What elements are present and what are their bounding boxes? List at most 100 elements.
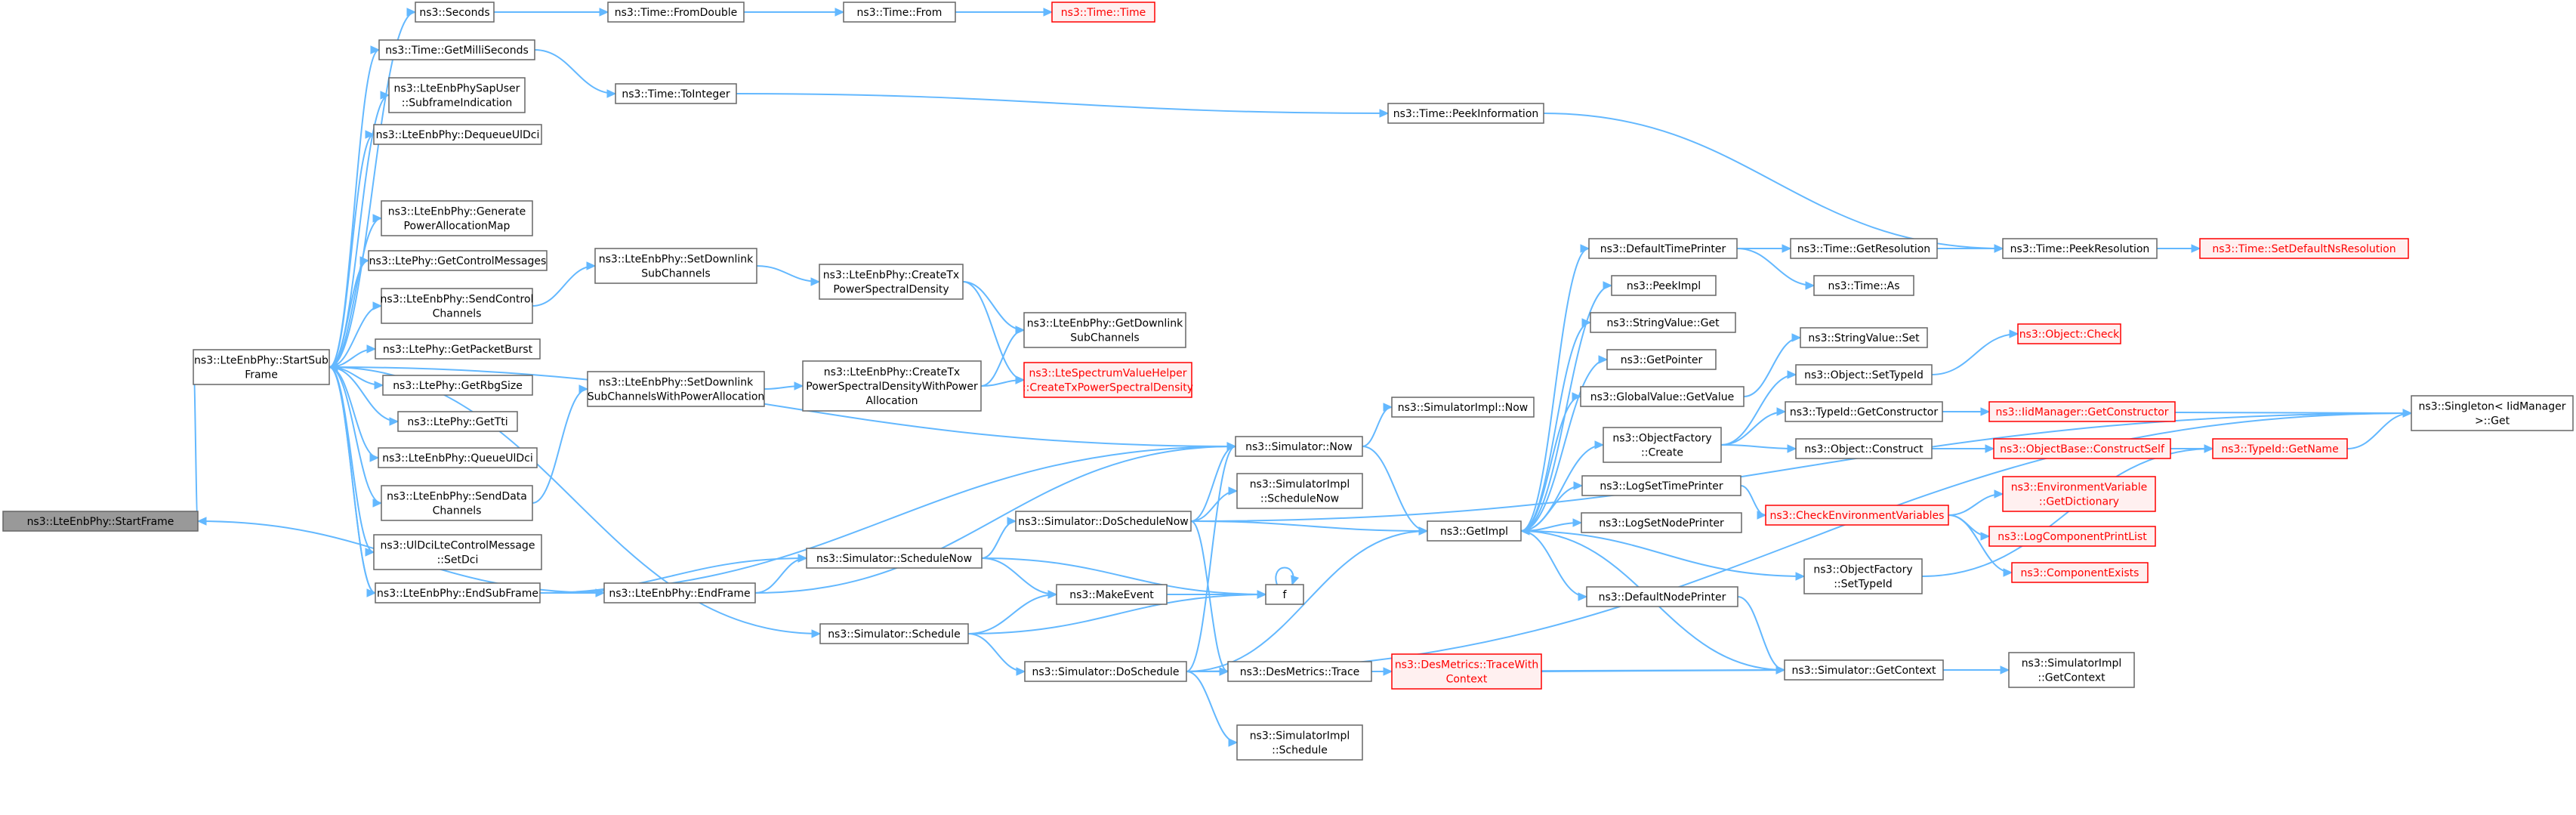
node-tointeger[interactable]: ns3::Time::ToInteger bbox=[615, 83, 737, 104]
edge-getimpl-to-defaultnode bbox=[1520, 530, 1588, 601]
node-peekres[interactable]: ns3::Time::PeekResolution bbox=[2002, 238, 2158, 259]
node-box bbox=[381, 485, 533, 521]
edge-arrowhead bbox=[1226, 442, 1237, 451]
node-endsub[interactable]: ns3::LteEnbPhy::EndSubFrame bbox=[375, 582, 541, 604]
node-typeidctor[interactable]: ns3::TypeId::GetConstructor bbox=[1785, 401, 1943, 422]
edge-checkenv-to-envdict bbox=[1948, 489, 2004, 516]
node-dequeue[interactable]: ns3::LteEnbPhy::DequeueUlDci bbox=[373, 124, 542, 145]
node-stringset[interactable]: ns3::StringValue::Set bbox=[1800, 327, 1928, 348]
node-label-line: ns3::LteEnbPhy::DequeueUlDci bbox=[376, 129, 540, 141]
node-getpointer[interactable]: ns3::GetPointer bbox=[1606, 349, 1717, 370]
node-box bbox=[1790, 238, 1938, 259]
node-implgetcontext[interactable]: ns3::SimulatorImpl::GetContext bbox=[2008, 652, 2135, 688]
node-f[interactable]: f bbox=[1265, 584, 1304, 605]
edge-endframe-to-schedulenow bbox=[754, 554, 808, 594]
node-queue[interactable]: ns3::LteEnbPhy::QueueUlDci bbox=[378, 447, 538, 468]
node-defaultnode[interactable]: ns3::DefaultNodePrinter bbox=[1586, 586, 1738, 607]
node-startframe[interactable]: ns3::LteEnbPhy::StartFrame bbox=[2, 511, 199, 532]
node-peekimpl[interactable]: ns3::PeekImpl bbox=[1611, 275, 1717, 296]
node-timeas[interactable]: ns3::Time::As bbox=[1813, 275, 1914, 296]
node-setdlpower[interactable]: ns3::LteEnbPhy::SetDownlinkSubChannelsWi… bbox=[587, 371, 765, 407]
edge-globalget-to-stringset bbox=[1743, 333, 1802, 397]
edge-line bbox=[736, 93, 1389, 114]
node-setdefaultns[interactable]: ns3::Time::SetDefaultNsResolution bbox=[2199, 238, 2409, 259]
node-createtxpower[interactable]: ns3::LteEnbPhy::CreateTxPowerSpectralDen… bbox=[802, 360, 982, 412]
node-getpacket[interactable]: ns3::LtePhy::GetPacketBurst bbox=[375, 338, 541, 360]
node-doschedule[interactable]: ns3::Simulator::DoSchedule bbox=[1024, 661, 1187, 682]
node-objconstruct[interactable]: ns3::Object::Construct bbox=[1795, 438, 1933, 459]
node-objsettype[interactable]: ns3::Object::SetTypeId bbox=[1795, 364, 1933, 385]
node-singleton[interactable]: ns3::Singleton< IidManager >::Get bbox=[2411, 395, 2574, 431]
node-makeevent[interactable]: ns3::MakeEvent bbox=[1056, 584, 1168, 605]
node-doschedulenow[interactable]: ns3::Simulator::DoScheduleNow bbox=[1015, 511, 1192, 532]
node-time[interactable]: ns3::Time::Time bbox=[1051, 2, 1155, 23]
edge-line bbox=[329, 366, 376, 594]
node-logprint[interactable]: ns3::LogComponentPrintList bbox=[1988, 526, 2156, 547]
node-getctrl[interactable]: ns3::LtePhy::GetControlMessages bbox=[368, 250, 548, 271]
node-gettti[interactable]: ns3::LtePhy::GetTti bbox=[397, 411, 518, 432]
node-desmetrics[interactable]: ns3::DesMetrics::Trace bbox=[1227, 661, 1372, 682]
node-label-line: PowerSpectralDensityWithPower bbox=[806, 381, 978, 393]
node-getresolution[interactable]: ns3::Time::GetResolution bbox=[1790, 238, 1938, 259]
node-stringget[interactable]: ns3::StringValue::Get bbox=[1590, 312, 1736, 333]
node-getrbg[interactable]: ns3::LtePhy::GetRbgSize bbox=[382, 375, 533, 396]
node-schedulenow[interactable]: ns3::Simulator::ScheduleNow bbox=[806, 548, 983, 569]
edge-getimpl-to-peekimpl bbox=[1520, 281, 1613, 532]
node-spectrum[interactable]: ns3::LteSpectrumValueHelper::CreateTxPow… bbox=[1023, 362, 1193, 398]
edge-line bbox=[967, 594, 1057, 634]
node-seconds[interactable]: ns3::Seconds bbox=[415, 2, 495, 23]
node-envdict[interactable]: ns3::EnvironmentVariable::GetDictionary bbox=[2002, 476, 2156, 512]
node-checkenv[interactable]: ns3::CheckEnvironmentVariables bbox=[1765, 505, 1949, 526]
edge-schedule-to-doschedule bbox=[967, 633, 1026, 676]
node-iidctor[interactable]: ns3::IidManager::GetConstructor bbox=[1988, 401, 2176, 422]
node-implschedulenow[interactable]: ns3::SimulatorImpl::ScheduleNow bbox=[1236, 473, 1363, 509]
node-constructself[interactable]: ns3::ObjectBase::ConstructSelf bbox=[1993, 438, 2171, 459]
node-typeidname[interactable]: ns3::TypeId::GetName bbox=[2212, 438, 2348, 459]
node-objcheck[interactable]: ns3::Object::Check bbox=[2017, 323, 2121, 344]
node-getcontext[interactable]: ns3::Simulator::GetContext bbox=[1784, 659, 1944, 681]
edge-simnow-to-getimpl bbox=[1362, 446, 1429, 536]
node-implschedule[interactable]: ns3::SimulatorImpl::Schedule bbox=[1236, 724, 1363, 761]
node-defaulttime[interactable]: ns3::DefaultTimePrinter bbox=[1588, 238, 1738, 259]
edge-arrowhead bbox=[1805, 281, 1816, 290]
edge-arrowhead bbox=[1775, 665, 1786, 675]
node-compexists[interactable]: ns3::ComponentExists bbox=[2011, 562, 2149, 583]
node-label-line: ns3::MakeEvent bbox=[1069, 589, 1154, 601]
node-label-line: ns3::TypeId::GetName bbox=[2221, 443, 2338, 455]
node-label-line: ns3::GetPointer bbox=[1621, 354, 1703, 366]
node-simnow[interactable]: ns3::Simulator::Now bbox=[1235, 436, 1363, 457]
node-box bbox=[415, 2, 495, 23]
node-implnow[interactable]: ns3::SimulatorImpl::Now bbox=[1391, 397, 1535, 418]
node-schedule[interactable]: ns3::Simulator::Schedule bbox=[819, 623, 969, 644]
edge-line bbox=[1736, 248, 1815, 286]
edge-doschedulenow-to-implschedulenow bbox=[1190, 486, 1239, 522]
node-physap[interactable]: ns3::LteEnbPhySapUser::SubframeIndicatio… bbox=[388, 77, 526, 113]
node-globalget[interactable]: ns3::GlobalValue::GetValue bbox=[1580, 386, 1745, 407]
node-from[interactable]: ns3::Time::From bbox=[843, 2, 956, 23]
edge-line bbox=[981, 557, 1057, 595]
node-endframe[interactable]: ns3::LteEnbPhy::EndFrame bbox=[603, 582, 756, 604]
node-logsettime[interactable]: ns3::LogSetTimePrinter bbox=[1581, 475, 1741, 496]
node-factorysettype[interactable]: ns3::ObjectFactory::SetTypeId bbox=[1803, 558, 1923, 594]
edge-arrowhead bbox=[1007, 517, 1017, 526]
node-box bbox=[587, 371, 765, 407]
node-label-line: ns3::IidManager::GetConstructor bbox=[1995, 406, 2168, 418]
edge-arrowhead bbox=[365, 130, 375, 139]
node-createtx[interactable]: ns3::LteEnbPhy::CreateTxPowerSpectralDen… bbox=[819, 264, 964, 300]
node-getmillis[interactable]: ns3::Time::GetMilliSeconds bbox=[378, 39, 535, 60]
node-box bbox=[1236, 724, 1363, 761]
node-uldci[interactable]: ns3::UlDciLteControlMessage::SetDci bbox=[373, 534, 542, 570]
node-fromdouble[interactable]: ns3::Time::FromDouble bbox=[607, 2, 745, 23]
node-getimpl[interactable]: ns3::GetImpl bbox=[1427, 520, 1522, 542]
node-genpower[interactable]: ns3::LteEnbPhy::GeneratePowerAllocationM… bbox=[381, 200, 533, 236]
node-peekinfo[interactable]: ns3::Time::PeekInformation bbox=[1387, 103, 1544, 124]
edge-line bbox=[1520, 530, 1805, 577]
node-factorycreate[interactable]: ns3::ObjectFactory::Create bbox=[1603, 427, 1722, 463]
node-logsetnode[interactable]: ns3::LogSetNodePrinter bbox=[1581, 512, 1742, 533]
